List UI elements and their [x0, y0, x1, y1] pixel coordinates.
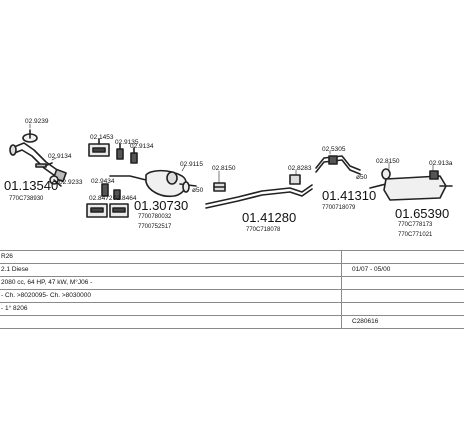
part-code: 01.13540 [4, 178, 58, 193]
part-number: 02.8150 [212, 165, 236, 172]
diameter-label: ø50 [356, 174, 368, 181]
part-number: 02.9135 [115, 139, 139, 146]
catalog-code-cell: C280616 [352, 318, 379, 325]
table-row: R26 [0, 250, 464, 264]
part-number: 02.9239 [25, 118, 49, 125]
table-row: 2.1 Diese 01/07 - 05/00 [0, 264, 464, 277]
part-code: 01.65390 [395, 206, 449, 221]
oe-number: 770C771021 [398, 232, 433, 238]
table-row: C280616 [0, 316, 464, 329]
mounting-kit-icon [88, 138, 110, 157]
mounting-kit-icon [86, 203, 108, 218]
oe-number: 7700780032 [138, 214, 172, 220]
vehicle-spec-table: R26 2.1 Diese 01/07 - 05/00 2080 cc, 64 … [0, 250, 464, 329]
oe-number: 7700718079 [322, 205, 356, 211]
part-number: 02.8464 [113, 195, 137, 202]
part-number: 02.9134 [48, 153, 72, 160]
part-number: 02.9115 [180, 161, 203, 168]
part-number: 02.8150 [376, 158, 400, 165]
part-number: 02.5305 [322, 146, 346, 153]
bolt-icon [35, 162, 53, 168]
gasket-icon [22, 129, 38, 143]
model-cell: R26 [1, 253, 13, 260]
oe-number: 770C738930 [9, 196, 44, 202]
mounting-kit-icon [109, 203, 129, 218]
table-row: - 1° 8206 [0, 303, 464, 316]
chassis-range-cell: - Ch. >8020095- Ch. >8030000 [1, 292, 91, 299]
diameter-label: ø50 [192, 187, 204, 194]
exhaust-system-diagram: 02.9239 02.9134 02.9233 01.13540 770C738… [4, 118, 453, 238]
part-number: 02.8472 [89, 195, 113, 202]
part-number: 02.8283 [288, 165, 312, 172]
clamp-icon [182, 181, 190, 193]
table-row: - Ch. >8020095- Ch. >8030000 [0, 290, 464, 303]
rubber-hanger-icon [328, 155, 338, 165]
clamp-icon [381, 168, 391, 180]
part-number: 02.9434 [91, 178, 115, 185]
production-dates-cell: 01/07 - 05/00 [352, 266, 391, 273]
front-downpipe [9, 142, 67, 183]
rear-pipe [315, 155, 361, 175]
clamp-icon [49, 175, 62, 187]
rear-silencer [369, 175, 453, 201]
clamp-icon [166, 171, 178, 185]
part-code: 01.30730 [134, 198, 188, 213]
part-number: 02.9134 [130, 143, 154, 150]
rubber-hanger-icon [130, 147, 138, 164]
rubber-hanger-icon [429, 170, 439, 180]
part-code: 01.41310 [322, 188, 376, 203]
bracket-icon [101, 183, 121, 200]
intermediate-pipe [205, 184, 313, 209]
part-number: 02.1453 [90, 134, 114, 141]
oe-number: 7700752517 [138, 224, 172, 230]
part-number: 02.913a [429, 160, 453, 167]
rubber-hanger-icon [116, 143, 124, 160]
table-row: 2080 cc, 64 HP, 47 kW, M°J06 - [0, 277, 464, 290]
clamp-icon [213, 182, 226, 192]
engine-spec-cell: 2080 cc, 64 HP, 47 kW, M°J06 - [1, 279, 93, 286]
engine-type-cell: 2.1 Diese [1, 266, 29, 273]
oe-number: 770C718078 [246, 227, 281, 233]
part-number: 02.9233 [59, 179, 83, 186]
note-cell: - 1° 8206 [1, 305, 28, 312]
clamp-icon [289, 174, 301, 185]
part-code: 01.41280 [242, 210, 296, 225]
oe-number: 770C778173 [398, 222, 433, 228]
